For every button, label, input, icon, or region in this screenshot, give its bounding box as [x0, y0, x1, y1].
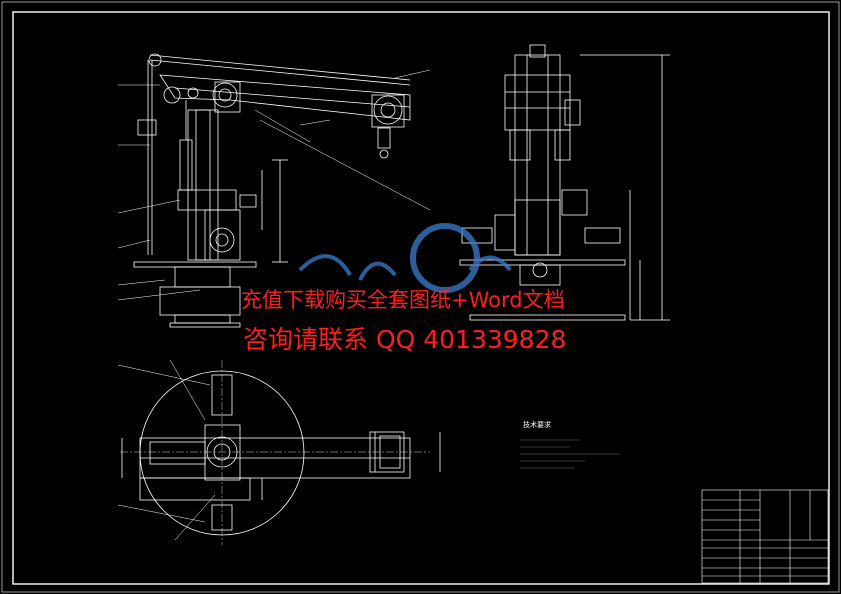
watermark-line-1: 充值下载购买全套图纸+Word文档 [241, 288, 565, 312]
title-block [701, 489, 829, 584]
logo-watermark [298, 223, 512, 293]
side-view [459, 44, 670, 321]
tech-notes-lines [520, 439, 620, 469]
inner-border [12, 11, 830, 585]
tech-requirements-title: 技术要求 [523, 421, 551, 429]
front-view [133, 53, 411, 328]
front-view-leaders [117, 69, 431, 301]
top-view-leaders [117, 359, 216, 541]
top-view [120, 360, 441, 545]
watermark-line-2: 咨询请联系 QQ 401339828 [243, 325, 567, 354]
